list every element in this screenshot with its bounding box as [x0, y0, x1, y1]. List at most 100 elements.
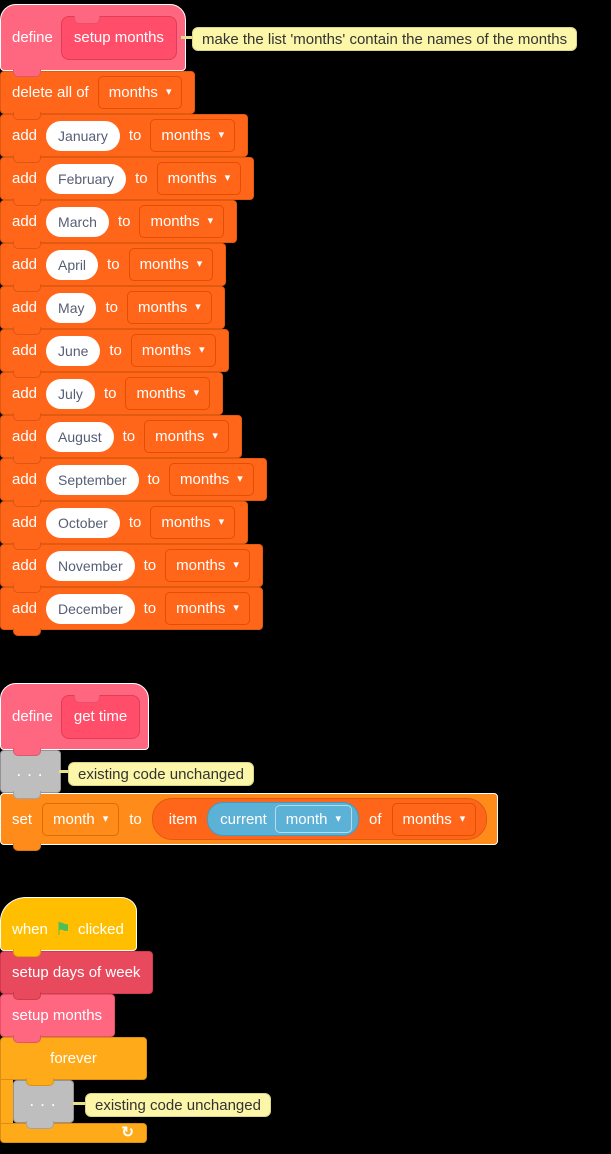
- dropdown-arrow-icon: ▾: [459, 812, 466, 825]
- list-dropdown[interactable]: months ▾: [150, 506, 236, 539]
- add-to-list-block[interactable]: add August to months ▾: [0, 415, 242, 464]
- month-value: March: [58, 213, 97, 230]
- add-to-list-block[interactable]: add October to months ▾: [0, 501, 249, 550]
- list-dropdown[interactable]: months ▾: [127, 291, 212, 324]
- forever-loop-bottom[interactable]: ↻: [0, 1123, 147, 1143]
- list-dropdown[interactable]: months ▾: [169, 463, 254, 496]
- add-label: add: [12, 127, 38, 144]
- add-label: add: [12, 557, 38, 574]
- add-label: add: [12, 342, 38, 359]
- variable-dropdown[interactable]: month ▾: [42, 802, 120, 836]
- month-value: December: [58, 600, 123, 617]
- dropdown-arrow-icon: ▾: [199, 344, 205, 356]
- add-to-list-block[interactable]: add December to months ▾: [0, 587, 263, 636]
- block-comment[interactable]: make the list 'months' contain the names…: [192, 27, 578, 51]
- add-label: add: [12, 514, 38, 531]
- script-main: when ⚑ clicked setup days of week setup …: [0, 897, 154, 1143]
- month-value-input[interactable]: December: [46, 593, 135, 624]
- call-setup-days-block[interactable]: setup days of week: [0, 951, 154, 1000]
- month-value-input[interactable]: October: [46, 507, 120, 538]
- add-to-list-block[interactable]: add September to months ▾: [0, 458, 267, 507]
- list-dropdown-value: months: [108, 84, 158, 101]
- dropdown-arrow-icon: ▾: [335, 812, 342, 825]
- define-setup-months-hat[interactable]: define setup months: [0, 4, 186, 77]
- list-dropdown[interactable]: months ▾: [125, 377, 211, 410]
- list-dropdown[interactable]: months ▾: [156, 162, 242, 195]
- list-dropdown-value: months: [150, 213, 200, 230]
- add-to-list-block[interactable]: add June to months ▾: [0, 329, 229, 378]
- block-comment[interactable]: existing code unchanged: [68, 762, 254, 786]
- to-label: to: [117, 213, 131, 230]
- item-label: item: [168, 810, 198, 828]
- forever-loop-body: . . .: [0, 1080, 147, 1129]
- month-value-input[interactable]: June: [46, 335, 101, 366]
- comment-text: existing code unchanged: [78, 765, 244, 783]
- to-label: to: [128, 514, 142, 531]
- list-dropdown[interactable]: months ▾: [165, 549, 250, 582]
- add-label: add: [12, 385, 38, 402]
- month-value-input[interactable]: September: [46, 464, 139, 495]
- list-dropdown-value: months: [402, 810, 452, 828]
- list-dropdown[interactable]: months ▾: [139, 205, 225, 238]
- add-to-list-block[interactable]: add May to months ▾: [0, 286, 225, 335]
- add-to-list-block[interactable]: add March to months ▾: [0, 200, 238, 249]
- forever-loop[interactable]: forever . . . ↻: [0, 1037, 147, 1143]
- list-dropdown-value: months: [138, 299, 188, 316]
- define-label: define: [12, 708, 53, 725]
- dropdown-arrow-icon: ▾: [218, 516, 225, 528]
- month-value-input[interactable]: February: [46, 163, 127, 194]
- list-dropdown[interactable]: months ▾: [391, 802, 477, 836]
- month-value: October: [58, 514, 108, 531]
- define-label: define: [12, 29, 53, 46]
- to-label: to: [122, 428, 136, 445]
- month-value: May: [58, 299, 85, 316]
- dropdown-arrow-icon: ▾: [196, 258, 203, 270]
- list-dropdown-value: months: [161, 514, 211, 531]
- month-value-input[interactable]: January: [46, 120, 120, 151]
- dropdown-arrow-icon: ▾: [218, 129, 225, 141]
- add-to-list-block[interactable]: add January to months ▾: [0, 114, 249, 163]
- month-value-input[interactable]: March: [46, 206, 109, 237]
- placeholder-block[interactable]: . . .: [0, 750, 61, 799]
- placeholder-block[interactable]: . . .: [13, 1080, 74, 1129]
- when-flag-clicked-hat[interactable]: when ⚑ clicked: [0, 897, 137, 957]
- list-dropdown[interactable]: months ▾: [165, 592, 250, 625]
- month-value: August: [58, 428, 102, 445]
- loop-arrow-icon: ↻: [121, 1123, 134, 1141]
- add-to-list-block[interactable]: add April to months ▾: [0, 243, 227, 292]
- month-value-input[interactable]: April: [46, 249, 99, 280]
- set-variable-block[interactable]: set month ▾ to item current month ▾ of m…: [0, 793, 499, 851]
- list-dropdown-value: months: [136, 385, 186, 402]
- month-value-input[interactable]: May: [46, 292, 97, 323]
- list-dropdown[interactable]: months ▾: [97, 76, 183, 109]
- add-to-list-block[interactable]: add February to months ▾: [0, 157, 255, 206]
- to-label: to: [143, 600, 157, 617]
- prototype-get-time[interactable]: get time: [60, 694, 141, 739]
- month-value-input[interactable]: August: [46, 421, 114, 452]
- dropdown-arrow-icon: ▾: [233, 559, 239, 571]
- list-dropdown[interactable]: months ▾: [150, 119, 236, 152]
- add-to-list-block[interactable]: add July to months ▾: [0, 372, 224, 421]
- block-comment[interactable]: existing code unchanged: [85, 1093, 271, 1117]
- list-dropdown-value: months: [155, 428, 205, 445]
- add-label: add: [12, 213, 38, 230]
- add-to-list-block[interactable]: add November to months ▾: [0, 544, 263, 593]
- add-label: add: [12, 471, 38, 488]
- delete-all-of-block[interactable]: delete all of months ▾: [0, 71, 196, 120]
- define-get-time-hat[interactable]: define get time: [0, 683, 150, 756]
- delete-all-of-label: delete all of: [12, 84, 89, 101]
- add-label: add: [12, 600, 38, 617]
- month-value-input[interactable]: July: [46, 378, 95, 409]
- month-value-input[interactable]: November: [46, 550, 135, 581]
- forever-label: forever: [50, 1050, 97, 1067]
- sensing-menu-dropdown[interactable]: month ▾: [274, 805, 353, 833]
- list-dropdown[interactable]: months ▾: [128, 248, 214, 281]
- item-of-list-reporter[interactable]: item current month ▾ of months ▾: [151, 798, 488, 840]
- prototype-setup-months[interactable]: setup months: [60, 15, 177, 60]
- forever-loop-top[interactable]: forever: [0, 1037, 147, 1086]
- list-dropdown[interactable]: months ▾: [144, 420, 229, 453]
- list-dropdown-value: months: [176, 600, 226, 617]
- list-dropdown[interactable]: months ▾: [130, 334, 216, 367]
- current-sensing-reporter[interactable]: current month ▾: [207, 802, 360, 836]
- call-setup-months-block[interactable]: setup months: [0, 994, 116, 1043]
